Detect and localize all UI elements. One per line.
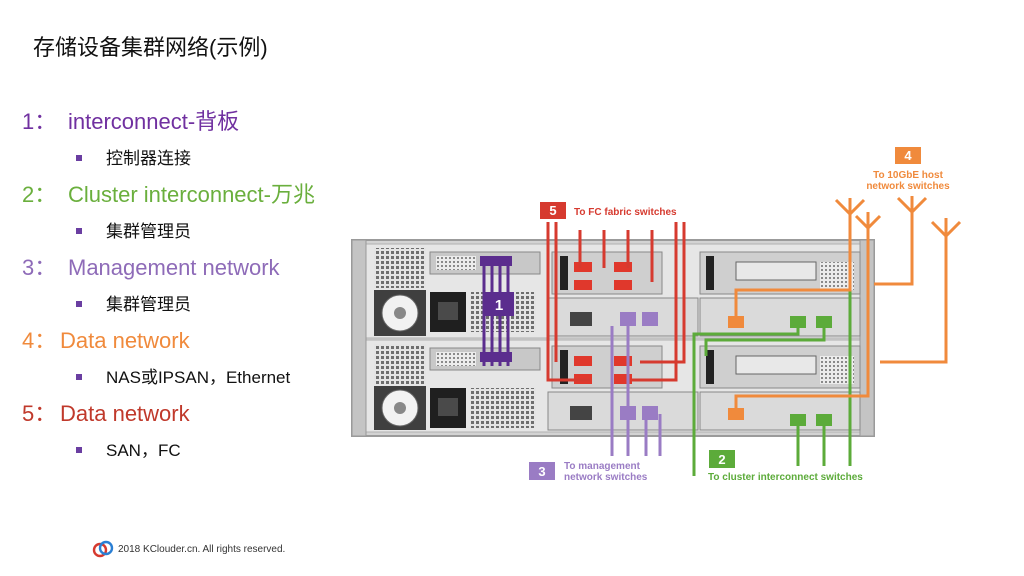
callout-3-number: 3	[538, 464, 545, 479]
callout-1-number: 1	[495, 297, 503, 314]
callout-1: 1	[484, 292, 514, 316]
bullet-2-number: 2：	[22, 182, 57, 207]
callout-4-label-line2: network switches	[866, 181, 950, 192]
bullet-3-label: Management network	[68, 255, 280, 280]
bullet-2-label: Cluster interconnect-万兆	[68, 182, 315, 207]
square-bullet-icon	[76, 446, 82, 453]
callout-5-label: To FC fabric switches	[574, 207, 677, 218]
bullet-3-number: 3：	[22, 255, 57, 280]
bullet-5-number: 5：	[22, 401, 57, 426]
callout-3-label-line1: To management	[564, 461, 641, 472]
copyright-text: 2018 KClouder.cn. All rights reserved.	[118, 543, 286, 555]
sub-bullet-3-label: 集群管理员	[106, 295, 191, 314]
sub-bullet-1: 控制器连接	[22, 140, 315, 177]
bullet-2: 2： Cluster interconnect-万兆	[22, 177, 315, 213]
callout-2-number: 2	[718, 452, 725, 467]
bullet-1-label: interconnect-背板	[68, 109, 240, 134]
footer: 2018 KClouder.cn. All rights reserved.	[92, 538, 285, 560]
callout-5-number: 5	[549, 203, 556, 218]
bullet-5: 5：Data network	[22, 396, 315, 432]
management-cables	[610, 320, 662, 456]
square-bullet-icon	[76, 227, 82, 234]
sub-bullet-2: 集群管理员	[22, 213, 315, 250]
sub-bullet-2-label: 集群管理员	[106, 222, 191, 241]
callout-3-label-line2: network switches	[564, 472, 648, 483]
sub-bullet-1-label: 控制器连接	[106, 149, 191, 168]
sub-bullet-3: 集群管理员	[22, 286, 315, 323]
square-bullet-icon	[76, 300, 82, 307]
sub-bullet-4-label: NAS或IPSAN，Ethernet	[106, 368, 291, 387]
bullet-list: 1： interconnect-背板 控制器连接 2： Cluster interc…	[22, 104, 315, 469]
callout-2: 2 To cluster interconnect switches	[708, 450, 863, 483]
bullet-4-label: Data network	[60, 328, 190, 353]
bullet-1-number: 1：	[22, 109, 57, 134]
cluster-interconnect-cables	[692, 270, 852, 476]
bullet-1: 1： interconnect-背板	[22, 104, 315, 140]
sub-bullet-5-label: SAN，FC	[106, 441, 181, 460]
callout-4-label-line1: To 10GbE host	[873, 170, 943, 181]
sub-bullet-5: SAN，FC	[22, 432, 315, 469]
slide-title: 存储设备集群网络(示例)	[33, 35, 268, 60]
bullet-3: 3： Management network	[22, 250, 315, 286]
square-bullet-icon	[76, 154, 82, 161]
bullet-4: 4：Data network	[22, 323, 315, 359]
callout-3: 3 To management network switches	[529, 461, 648, 483]
callout-4: 4 To 10GbE host network switches	[866, 147, 950, 192]
sub-bullet-4: NAS或IPSAN，Ethernet	[22, 359, 315, 396]
fc-fabric-cables	[546, 222, 686, 382]
square-bullet-icon	[76, 373, 82, 380]
bullet-4-number: 4：	[22, 328, 57, 353]
callout-4-number: 4	[904, 148, 912, 163]
controller-a	[374, 248, 861, 337]
host-network-cables	[734, 196, 962, 416]
kclouder-logo-icon	[92, 540, 114, 558]
bullet-5-label: Data network	[60, 401, 190, 426]
callout-2-label: To cluster interconnect switches	[708, 472, 863, 483]
callout-5: 5 To FC fabric switches	[540, 202, 677, 219]
